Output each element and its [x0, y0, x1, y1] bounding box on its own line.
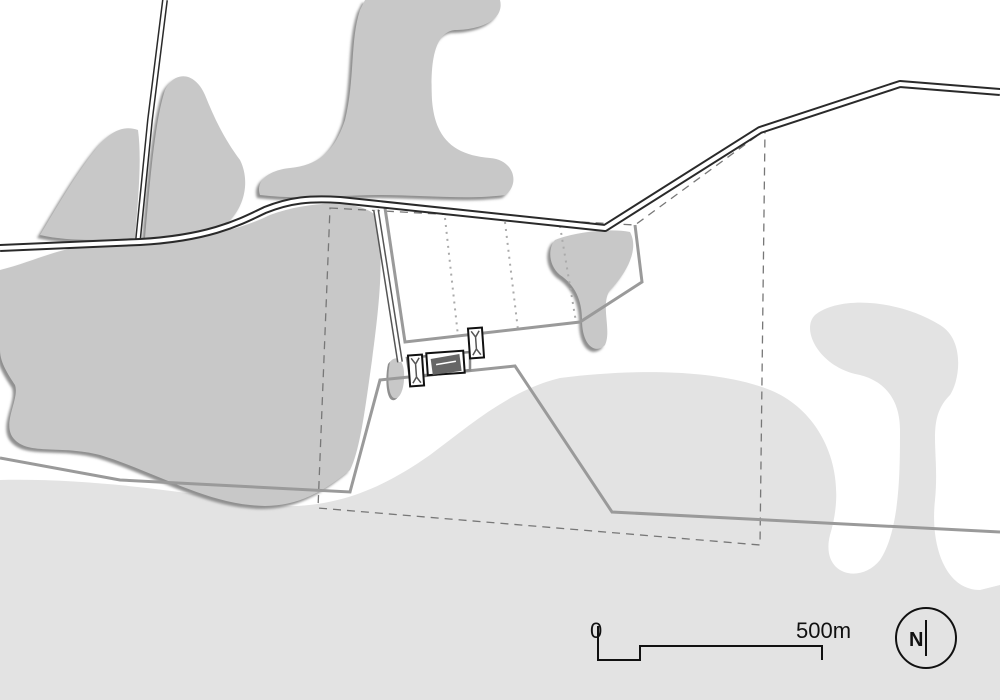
woodland-northwest: [37, 128, 140, 243]
building-main: [425, 349, 466, 377]
building-west: [406, 353, 426, 388]
woodland-east-small: [547, 230, 634, 352]
woodland-north: [142, 76, 246, 241]
field-area-south: [0, 302, 1000, 700]
building-east: [466, 326, 486, 360]
property-boundary-north: [383, 207, 644, 344]
north-arrow-icon: N: [895, 607, 957, 669]
plots-dotted-divisions: [444, 217, 577, 337]
north-label: N: [909, 629, 923, 651]
scale-end-label: 500m: [796, 618, 851, 643]
main-road: [0, 80, 1000, 252]
woodland-north-central: [256, 0, 514, 201]
scale-start-label: 0: [590, 618, 602, 643]
scale-bar: 0 500m: [590, 618, 851, 661]
secondary-road: [135, 0, 168, 241]
access-track: [373, 209, 403, 363]
field-inlet: [977, 455, 1000, 571]
property-boundary: [0, 364, 1000, 534]
woodland-west: [0, 203, 381, 509]
